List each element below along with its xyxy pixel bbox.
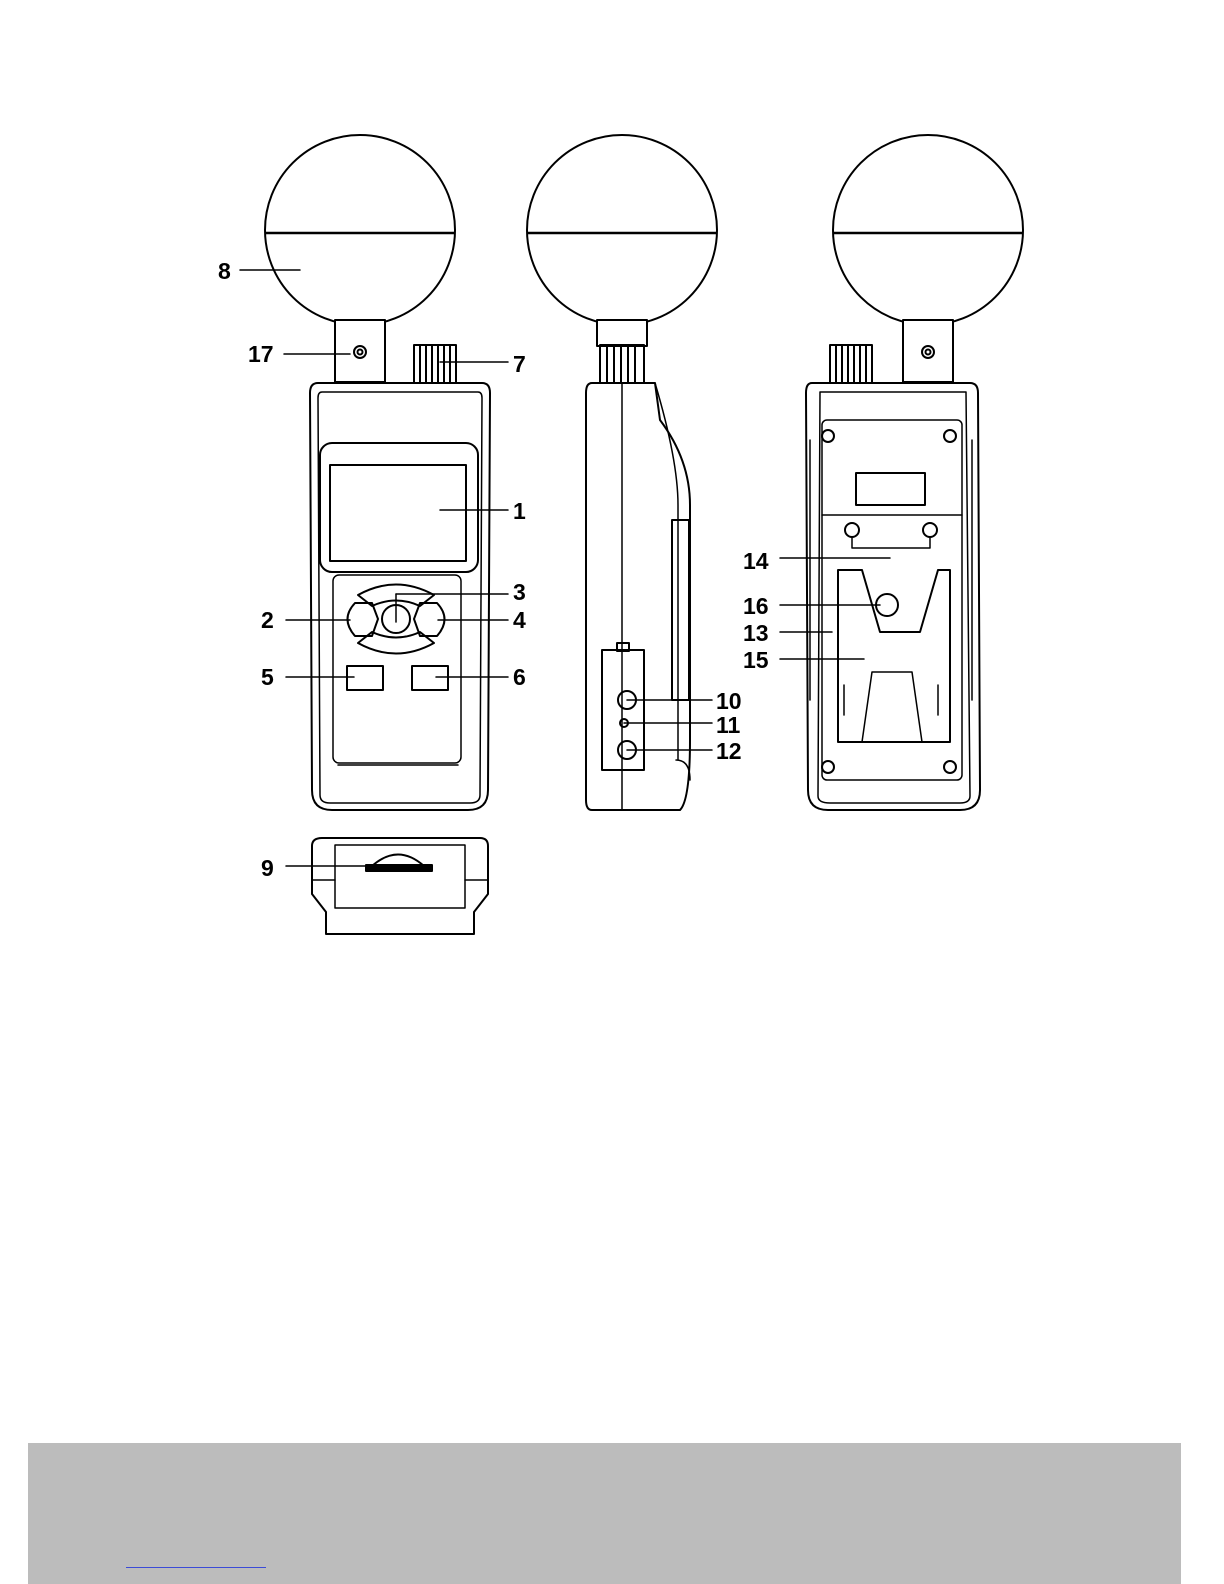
back-view (806, 135, 1023, 810)
meter-parts-diagram: 8 17 7 1 3 2 4 5 6 9 10 11 12 14 16 13 1… (0, 0, 1224, 1440)
connector-panel (602, 650, 644, 770)
button-5 (347, 666, 383, 690)
lcd-display (330, 465, 466, 561)
callout-7: 7 (513, 351, 526, 377)
callout-17: 17 (248, 341, 274, 367)
cover-screw (923, 523, 937, 537)
callout-13: 13 (743, 620, 769, 646)
globe-sensor-side (527, 135, 717, 325)
label-window (856, 473, 925, 505)
corner-screw (822, 761, 834, 773)
footer-link-underline[interactable] (126, 1567, 266, 1568)
callout-8: 8 (218, 258, 231, 284)
callout-16: 16 (743, 593, 769, 619)
humidity-sensor-cap-back (830, 345, 872, 383)
callout-10: 10 (716, 688, 742, 714)
callout-2: 2 (261, 607, 274, 633)
callout-6: 6 (513, 664, 526, 690)
cover-screw (845, 523, 859, 537)
callout-12: 12 (716, 738, 742, 764)
globe-stem-front (335, 320, 385, 382)
corner-screw (822, 430, 834, 442)
callout-3: 3 (513, 579, 526, 605)
globe-sensor-front (265, 135, 455, 325)
meter-body-front (310, 383, 490, 810)
keypad-area (333, 575, 461, 763)
callout-5: 5 (261, 664, 274, 690)
corner-screw (944, 430, 956, 442)
callout-labels: 8 17 7 1 3 2 4 5 6 9 10 11 12 14 16 13 1… (218, 258, 769, 881)
bottom-view (312, 838, 488, 934)
callout-11: 11 (716, 712, 741, 738)
footer-bar (28, 1443, 1181, 1584)
left-button (348, 603, 379, 636)
meter-bottom-view (312, 838, 488, 934)
callout-1: 1 (513, 498, 526, 524)
corner-screw (944, 761, 956, 773)
humidity-sensor-cap-front (414, 345, 456, 383)
humidity-sensor-cap-side (600, 345, 644, 383)
sd-card-slot (366, 865, 432, 871)
side-view (527, 135, 717, 810)
callout-9: 9 (261, 855, 274, 881)
callout-4: 4 (513, 607, 526, 633)
callout-15: 15 (743, 647, 769, 673)
front-view (265, 135, 490, 810)
side-grip (672, 520, 689, 700)
display-bezel (320, 443, 478, 572)
button-6 (412, 666, 448, 690)
globe-sensor-back (833, 135, 1023, 325)
callout-14: 14 (743, 548, 769, 574)
